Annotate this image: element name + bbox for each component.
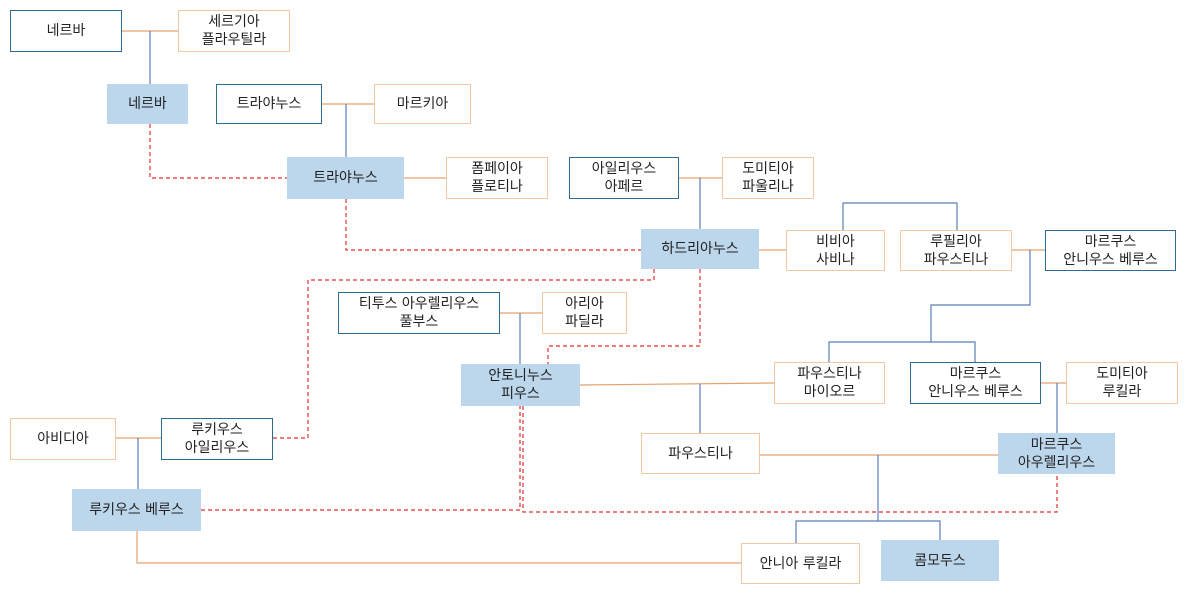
descent-line xyxy=(828,341,976,362)
person-node-marcia: 마르키아 xyxy=(374,84,471,124)
adoption-line xyxy=(522,406,1058,513)
person-node-arria: 아리아 파딜라 xyxy=(542,292,627,334)
person-node-domitia-lucilla: 도미티아 루킬라 xyxy=(1066,362,1178,404)
person-node-antoninus: 안토니누스 피우스 xyxy=(461,364,580,406)
person-node-avidia: 아비디아 xyxy=(10,418,116,460)
person-node-trajan-father: 트라야누스 xyxy=(216,84,322,124)
person-node-rupilia: 루필리아 파우스티나 xyxy=(900,230,1012,271)
person-node-marcus-annius-verus: 마르쿠스 안니우스 베루스 xyxy=(910,362,1041,404)
person-node-commodus: 콤모두스 xyxy=(881,540,999,581)
adoption-line xyxy=(273,269,655,439)
person-node-nerva: 네르바 xyxy=(107,84,188,124)
descent-line xyxy=(795,455,879,543)
adoption-line xyxy=(345,199,641,251)
person-node-aelius-afer: 아일리우스 아페르 xyxy=(569,157,679,199)
descent-line xyxy=(842,202,958,230)
person-node-hadrian: 하드리아누스 xyxy=(641,229,759,269)
person-node-domitia-paulina: 도미티아 파울리나 xyxy=(722,157,814,199)
marriage-line xyxy=(136,531,741,564)
person-node-faustina-minor: 파우스티나 xyxy=(641,433,760,474)
person-node-lucius-aelius: 루키우스 아일리우스 xyxy=(161,418,273,460)
marriage-line xyxy=(579,382,775,386)
descent-line xyxy=(878,520,941,540)
adoption-line xyxy=(201,406,521,511)
person-node-lucius-verus: 루키우스 베루스 xyxy=(72,489,201,531)
person-node-vibia: 비비아 사비나 xyxy=(786,230,885,271)
descent-line xyxy=(930,250,1031,342)
person-node-trajan: 트라야누스 xyxy=(287,157,404,199)
adoption-line xyxy=(149,124,287,179)
person-node-pompeia: 폼페이아 플로티나 xyxy=(446,157,548,199)
person-node-nerva-father: 네르바 xyxy=(10,10,122,52)
person-node-sergia: 세르기아 플라우틸라 xyxy=(178,10,290,52)
person-node-titus-aurelius: 티투스 아우렐리우스 풀부스 xyxy=(338,292,500,334)
person-node-annia-lucilla: 안니아 루킬라 xyxy=(741,543,860,584)
adoption-line xyxy=(547,269,701,364)
person-node-marcus-annius-verus-elder: 마르쿠스 안니우스 베루스 xyxy=(1045,230,1176,271)
person-node-marcus-aurelius: 마르쿠스 아우렐리우스 xyxy=(998,433,1115,474)
person-node-faustina-major: 파우스티나 마이오르 xyxy=(774,362,885,404)
